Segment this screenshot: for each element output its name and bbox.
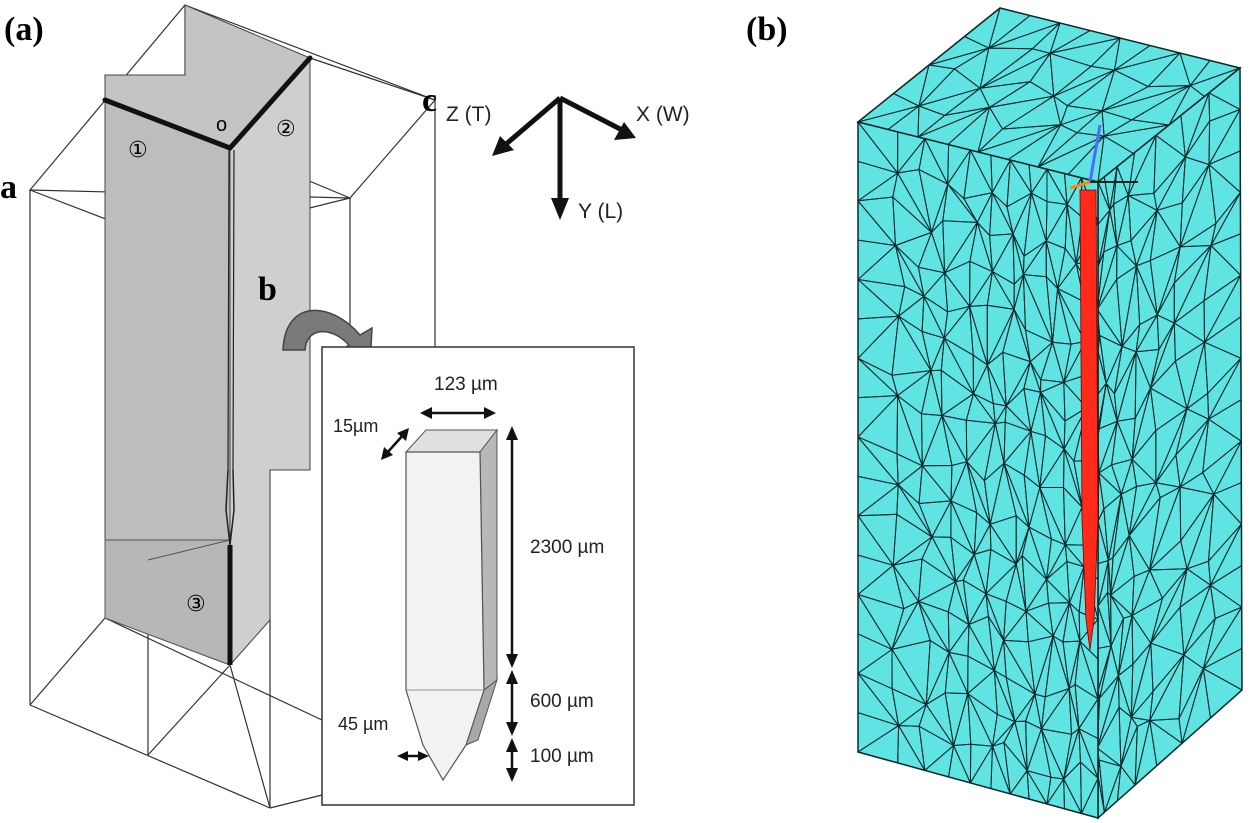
mesh-axis-triad-icon bbox=[1069, 124, 1138, 190]
panel-a-label: (a) bbox=[4, 11, 44, 48]
arrowhead bbox=[506, 654, 518, 668]
mesh-top-elements bbox=[858, 8, 1240, 182]
axis-y-label: Y (L) bbox=[578, 200, 623, 223]
corner-label-a: a bbox=[0, 169, 17, 206]
arrowhead bbox=[506, 722, 518, 736]
box-top-edge bbox=[309, 57, 436, 101]
box-mid-edge bbox=[229, 664, 271, 809]
axis-y-arrowhead bbox=[551, 198, 569, 220]
mesh-element bbox=[948, 743, 972, 784]
crack-region bbox=[1079, 189, 1099, 651]
arrowhead bbox=[506, 738, 518, 752]
axis-z-arrow bbox=[503, 96, 562, 147]
region-label-2: ② bbox=[276, 116, 296, 141]
triad-y-icon bbox=[1088, 124, 1102, 183]
arrowhead bbox=[506, 768, 518, 782]
corner-label-b: b bbox=[258, 271, 277, 308]
box-edge bbox=[29, 704, 271, 809]
notch-edges bbox=[102, 55, 313, 151]
box-edge bbox=[269, 794, 323, 809]
probe-inset: 123 µm 15µm 2300 µm 600 µm 100 µm 45 µm bbox=[321, 346, 635, 806]
probe-trace bbox=[225, 149, 235, 665]
dim-tip-width-label: 45 µm bbox=[338, 714, 388, 734]
region-label-1: ① bbox=[128, 137, 148, 162]
mesh-element bbox=[1063, 778, 1083, 815]
arrowhead bbox=[420, 407, 432, 419]
mesh-element bbox=[990, 746, 1012, 795]
mesh-element bbox=[1098, 775, 1105, 818]
coordinate-axes bbox=[492, 95, 636, 220]
triad-x-icon bbox=[1069, 180, 1091, 190]
panel-b-label: (b) bbox=[746, 11, 788, 48]
probe-front-face bbox=[405, 451, 485, 782]
axis-z-label: Z (T) bbox=[446, 103, 491, 126]
box-edge bbox=[104, 617, 323, 721]
dim-width-label: 123 µm bbox=[434, 374, 498, 395]
box-mid-edge bbox=[147, 664, 231, 756]
mesh-side-face bbox=[1097, 66, 1243, 820]
fracture-planes bbox=[104, 4, 311, 667]
dim-thickness-label: 15µm bbox=[333, 416, 378, 436]
origin-label-o: o bbox=[216, 114, 227, 136]
plane-divider bbox=[147, 539, 231, 561]
dim-length-tip-label: 100 µm bbox=[530, 746, 594, 767]
probe-trace-line bbox=[232, 149, 235, 471]
dimension-arrows bbox=[381, 407, 518, 782]
axis-x-label: X (W) bbox=[636, 103, 690, 126]
dim-thickness-line bbox=[385, 433, 405, 455]
arrowhead bbox=[484, 407, 496, 419]
region-label-3: ③ bbox=[186, 591, 206, 616]
axis-x-arrow bbox=[558, 95, 624, 133]
dim-length-taper-label: 600 µm bbox=[530, 691, 594, 712]
arrowhead bbox=[397, 751, 408, 761]
arrowhead bbox=[506, 426, 518, 440]
box-edge bbox=[29, 617, 106, 706]
plane-right bbox=[229, 56, 311, 667]
arrowhead bbox=[418, 751, 429, 761]
axis-x-arrowhead bbox=[614, 122, 636, 140]
mesh-element bbox=[1080, 778, 1098, 818]
axis-z-arrowhead bbox=[492, 136, 514, 156]
dim-length-main-label: 2300 µm bbox=[530, 537, 604, 558]
notch-edge-left bbox=[102, 97, 233, 151]
arrowhead bbox=[397, 428, 409, 441]
panel-a: (a) bbox=[0, 4, 690, 809]
probe-trace-line bbox=[227, 149, 230, 471]
panel-b: (b) bbox=[746, 7, 1243, 820]
notch-edge-right bbox=[227, 55, 313, 151]
arrowhead bbox=[506, 670, 518, 684]
arrowhead bbox=[381, 447, 393, 460]
corner-label-c: c bbox=[422, 82, 437, 119]
plane-bottom-region bbox=[104, 539, 231, 666]
mesh-element bbox=[1026, 770, 1049, 805]
mesh-element bbox=[1202, 667, 1242, 719]
